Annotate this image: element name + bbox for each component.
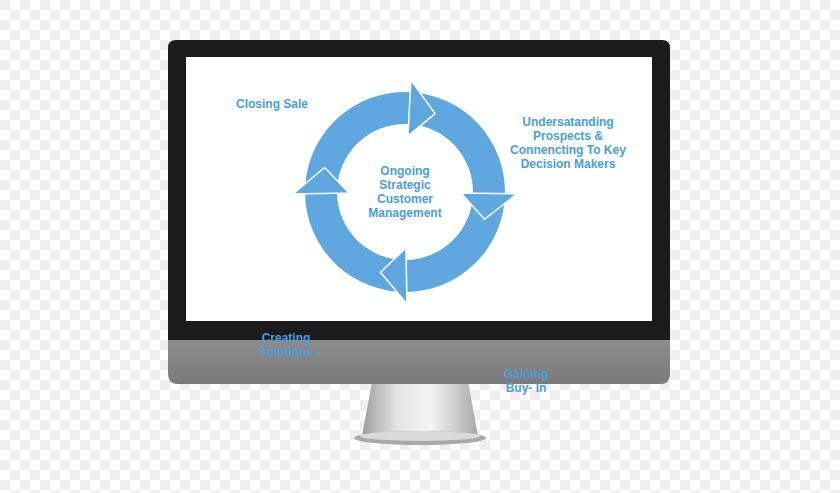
stand-base (354, 431, 486, 445)
monitor-bezel (168, 40, 670, 340)
cycle-center: Ongoing Strategic Customer Management (340, 127, 470, 257)
arrow-head (293, 167, 349, 194)
stand-neck (362, 382, 478, 436)
stage-label: Undersatanding Prospects & Connencting T… (510, 115, 626, 171)
stage-label: Gaining Buy- In (494, 367, 558, 395)
center-text: Ongoing Strategic Customer Management (359, 164, 451, 220)
cycle-arrows (293, 80, 517, 304)
monitor-screen (186, 57, 652, 321)
stage-label: Creating Solutions (246, 331, 326, 359)
stage-label: Closing Sale (217, 97, 327, 111)
arrow-head (408, 80, 435, 136)
monitor-chin (168, 336, 670, 384)
stand-base-top (360, 431, 480, 441)
arrow-head (380, 248, 407, 304)
arrow-head (461, 193, 517, 219)
